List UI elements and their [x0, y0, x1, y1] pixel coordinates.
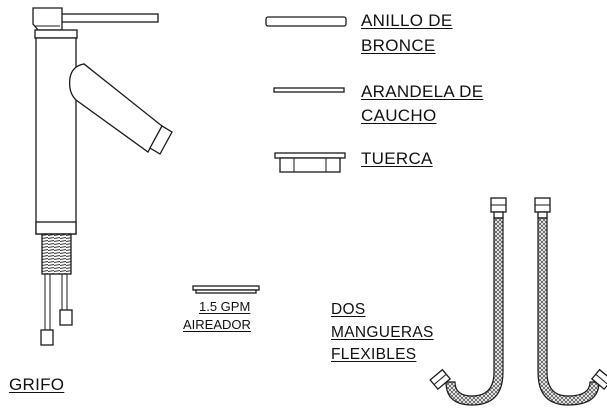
- label-hoses-line3: FLEXIBLES: [331, 346, 417, 363]
- supply-tube-end-right: [59, 309, 73, 326]
- faucet-lever: [59, 13, 159, 23]
- faucet-spout-tip: [149, 125, 173, 155]
- label-faucet: GRIFO: [9, 375, 65, 394]
- label-brass-ring-line2: BRONCE: [361, 36, 436, 55]
- label-brass-ring-line1: ANILLO DE: [361, 11, 453, 30]
- faucet-body: [35, 37, 77, 235]
- faucet-spout: [68, 63, 163, 153]
- flexible-hose-right: [534, 197, 607, 406]
- nut-part: [274, 152, 346, 173]
- label-aerator-line2: AIREADOR: [183, 317, 251, 332]
- aerator-part: [192, 285, 260, 294]
- faucet: [32, 7, 173, 346]
- label-aerator-line1: 1.5 GPM: [199, 299, 251, 314]
- supply-tube-end-left: [40, 329, 54, 346]
- faucet-handle-cap: [32, 7, 63, 31]
- brass-ring-part: [265, 16, 347, 27]
- flexible-hose-left: [429, 197, 507, 406]
- rubber-washer-part: [273, 87, 345, 93]
- label-rubber-washer-line1: ARANDELA DE: [361, 82, 484, 101]
- label-hoses-line2: MANGUERAS: [331, 324, 434, 341]
- label-hoses-line1: DOS: [331, 301, 366, 318]
- label-nut: TUERCA: [361, 149, 433, 168]
- label-rubber-washer-line2: CAUCHO: [361, 106, 437, 125]
- faucet-collar: [34, 29, 78, 39]
- faucet-threaded-shank: [41, 233, 72, 275]
